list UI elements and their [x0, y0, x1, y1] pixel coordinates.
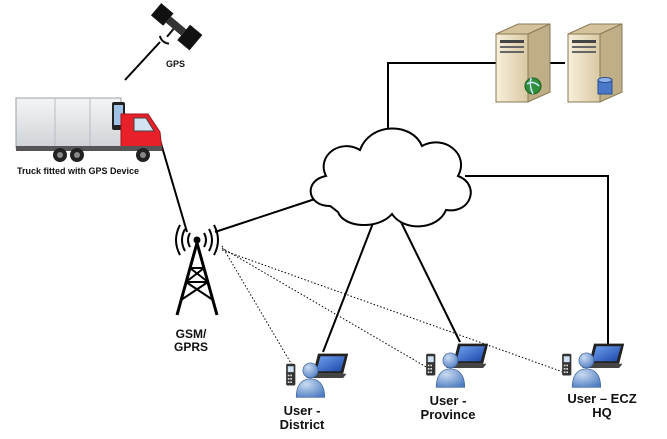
user-province-icon: [425, 343, 489, 388]
user-ecz-label: User – ECZ HQ: [546, 391, 658, 421]
satellite-icon: [150, 3, 203, 51]
user-province-label: User - Province: [404, 393, 492, 423]
link-tower-cloud: [214, 197, 319, 233]
user-district-label: User - District: [262, 403, 342, 433]
truck-icon: [15, 97, 163, 162]
link-cloud-servers: [387, 62, 496, 148]
database-server-icon: [567, 23, 623, 103]
web-server-icon: [495, 23, 551, 103]
link-truck-tower: [159, 139, 188, 233]
user-province-line1: User -: [429, 393, 467, 408]
gsm-label: GSM/ GPRS: [168, 327, 214, 355]
gps-label: GPS: [166, 59, 186, 69]
user-district-line1: User -: [283, 403, 321, 418]
user-province-line2: Province: [420, 407, 476, 423]
user-district-line2: District: [279, 417, 325, 433]
link-cloud-province: [399, 219, 461, 343]
link-truck-satellite: [124, 41, 161, 81]
cell-tower-icon: [175, 224, 219, 316]
user-ecz-line2: HQ: [592, 405, 612, 421]
user-district-icon: [285, 353, 349, 398]
gsm-dotted-links: [221, 245, 564, 373]
gsm-label-line2: GPRS: [173, 340, 208, 355]
cloud-icon: [309, 127, 472, 228]
truck-label: Truck fitted with GPS Device: [17, 166, 140, 176]
user-ecz-icon: [561, 343, 625, 388]
link-cloud-ecz: [465, 175, 609, 345]
user-ecz-line1: User – ECZ: [567, 391, 637, 406]
gsm-label-line1: GSM/: [175, 327, 207, 341]
link-cloud-district: [322, 217, 376, 353]
